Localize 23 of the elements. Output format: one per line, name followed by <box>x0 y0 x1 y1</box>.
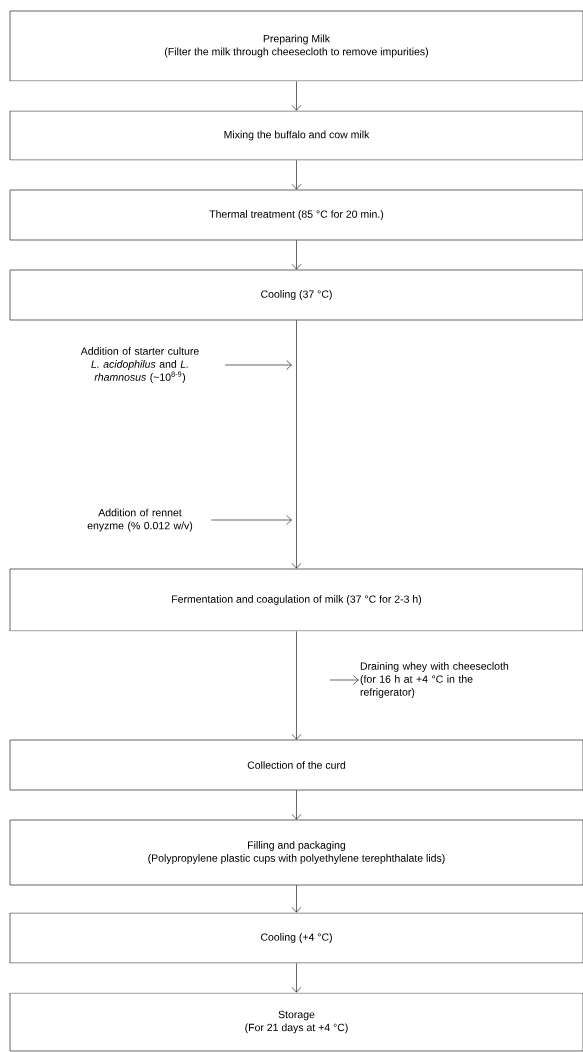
step-note: Draining whey with cheesecloth (for 16 h at +4 °C in the refrigerator) <box>360 662 509 698</box>
arrow <box>291 160 302 190</box>
process-box: Collection of the curd <box>9 739 583 791</box>
step-note: Addition of rennet enyzme (% 0.012 w/v) <box>87 508 193 532</box>
process-box: Cooling (+4 °C) <box>9 912 583 964</box>
process-box: Cooling (37 °C) <box>9 269 583 321</box>
process-box: Storage (For 21 days at +4 °C) <box>9 992 583 1052</box>
arrow <box>329 675 359 685</box>
arrow <box>291 81 302 111</box>
arrow <box>210 515 292 525</box>
process-box: Fermentation and coagulation of milk (37 °C for 2-3 h) <box>9 568 583 632</box>
arrow <box>291 240 302 270</box>
arrow <box>291 963 302 993</box>
process-box: Thermal treatment (85 °C for 20 min.) <box>9 189 583 241</box>
step-note: Addition of starter culture L. acidophilus and L. rhamnosus (~10$^{8-9}$) <box>80 347 199 383</box>
arrow <box>291 885 302 913</box>
arrow <box>224 360 292 370</box>
arrow <box>291 631 302 740</box>
process-box: Filling and packaging (Polypropylene plastic cups with polyethylene terephthalate lids) <box>9 819 583 886</box>
arrow <box>291 790 302 820</box>
arrow <box>291 320 302 569</box>
process-box: Preparing Milk (Filter the milk through cheesecloth to remove impurities) <box>9 10 583 82</box>
process-box: Mixing the buffalo and cow milk <box>9 110 583 161</box>
